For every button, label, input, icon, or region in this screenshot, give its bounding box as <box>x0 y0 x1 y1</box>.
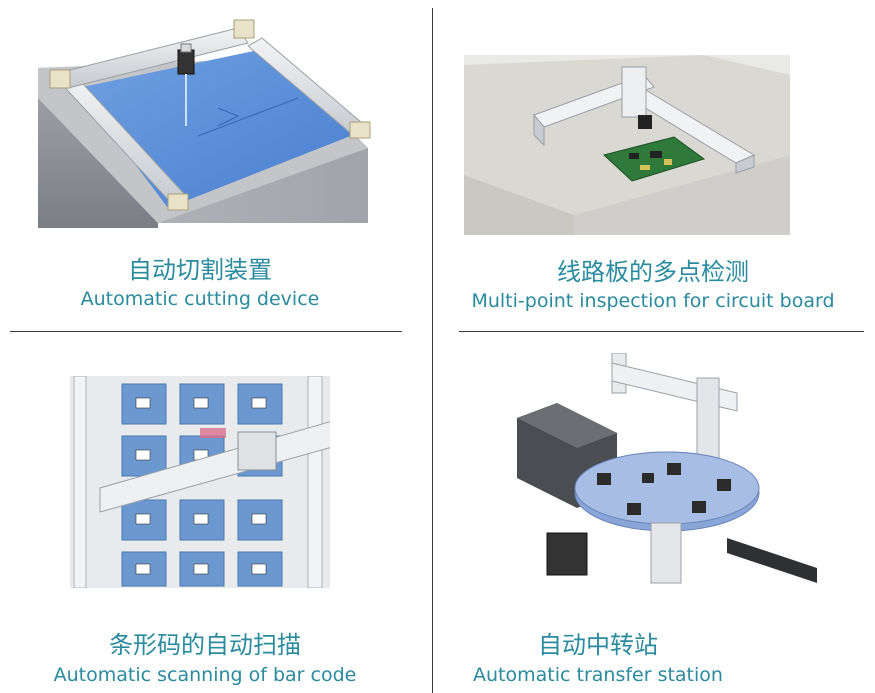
panel-title-zh: 线路板的多点检测 <box>557 258 749 286</box>
transfer-station-illustration <box>517 353 817 584</box>
panel-title-en: Automatic cutting device <box>80 288 320 310</box>
panel-barcode-scanning: 条形码的自动扫描 Automatic scanning of bar code <box>0 333 430 693</box>
panel-cutting-device: 自动切割装置 Automatic cutting device <box>0 0 430 330</box>
panel-title-zh: 自动切割装置 <box>128 256 272 284</box>
cutting-device-illustration <box>38 19 371 228</box>
panel-title-en: Automatic transfer station <box>473 664 723 686</box>
vertical-divider <box>432 8 433 693</box>
panel-title-zh: 自动中转站 <box>538 631 658 659</box>
panel-title-zh: 条形码的自动扫描 <box>109 631 301 659</box>
horizontal-divider-left <box>10 331 402 332</box>
panel-transfer-station: 自动中转站 Automatic transfer station <box>433 333 875 693</box>
panel-title-en: Multi-point inspection for circuit board <box>471 290 835 312</box>
horizontal-divider-right <box>459 331 864 332</box>
circuit-board-inspection-illustration <box>464 55 790 235</box>
panel-circuit-inspection: 线路板的多点检测 Multi-point inspection for circ… <box>433 0 875 330</box>
panel-title-en: Automatic scanning of bar code <box>53 664 357 686</box>
barcode-scanning-illustration <box>70 376 330 588</box>
